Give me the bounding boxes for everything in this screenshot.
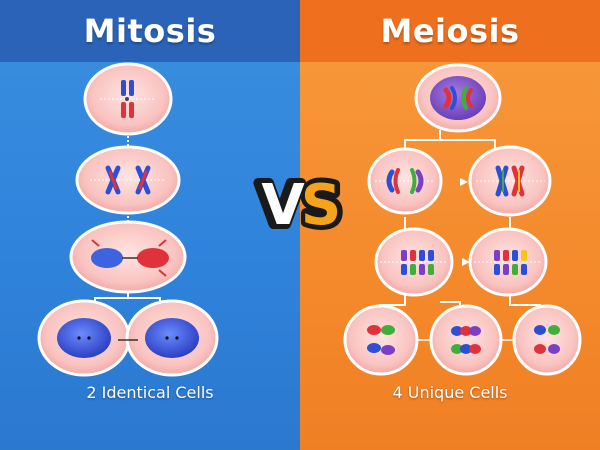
arrow-icon — [462, 258, 470, 266]
meiosis-cell-parent — [414, 63, 502, 133]
mitosis-cell-metaphase — [83, 62, 173, 136]
meiosis-daughter-cell-1 — [343, 304, 419, 376]
svg-text:VS: VS — [258, 173, 342, 238]
meiosis-daughter-cell-3 — [512, 304, 582, 376]
mitosis-title: Mitosis — [83, 12, 217, 50]
meiosis-title: Meiosis — [380, 12, 520, 50]
mitosis-cell-anaphase — [75, 145, 181, 215]
mitosis-cell-telophase — [69, 220, 187, 294]
svg-text:S: S — [301, 173, 341, 238]
meiosis-ii-cell-1 — [374, 227, 454, 297]
mitosis-caption: 2 Identical Cells — [86, 383, 214, 402]
versus-badge: VS V S — [253, 168, 347, 238]
meiosis-ii-cell-2 — [468, 227, 548, 297]
meiosis-header — [300, 0, 600, 62]
meiosis-i-cell-2 — [468, 145, 552, 217]
svg-text:V: V — [261, 173, 305, 238]
mitosis-header — [0, 0, 300, 62]
arrow-icon — [460, 178, 468, 186]
mitosis-daughter-cell-2 — [125, 299, 219, 377]
meiosis-daughter-cell-2 — [429, 304, 503, 376]
mitosis-daughter-cell-1 — [37, 299, 131, 377]
meiosis-i-cell-1 — [367, 147, 443, 215]
meiosis-caption: 4 Unique Cells — [392, 383, 508, 402]
